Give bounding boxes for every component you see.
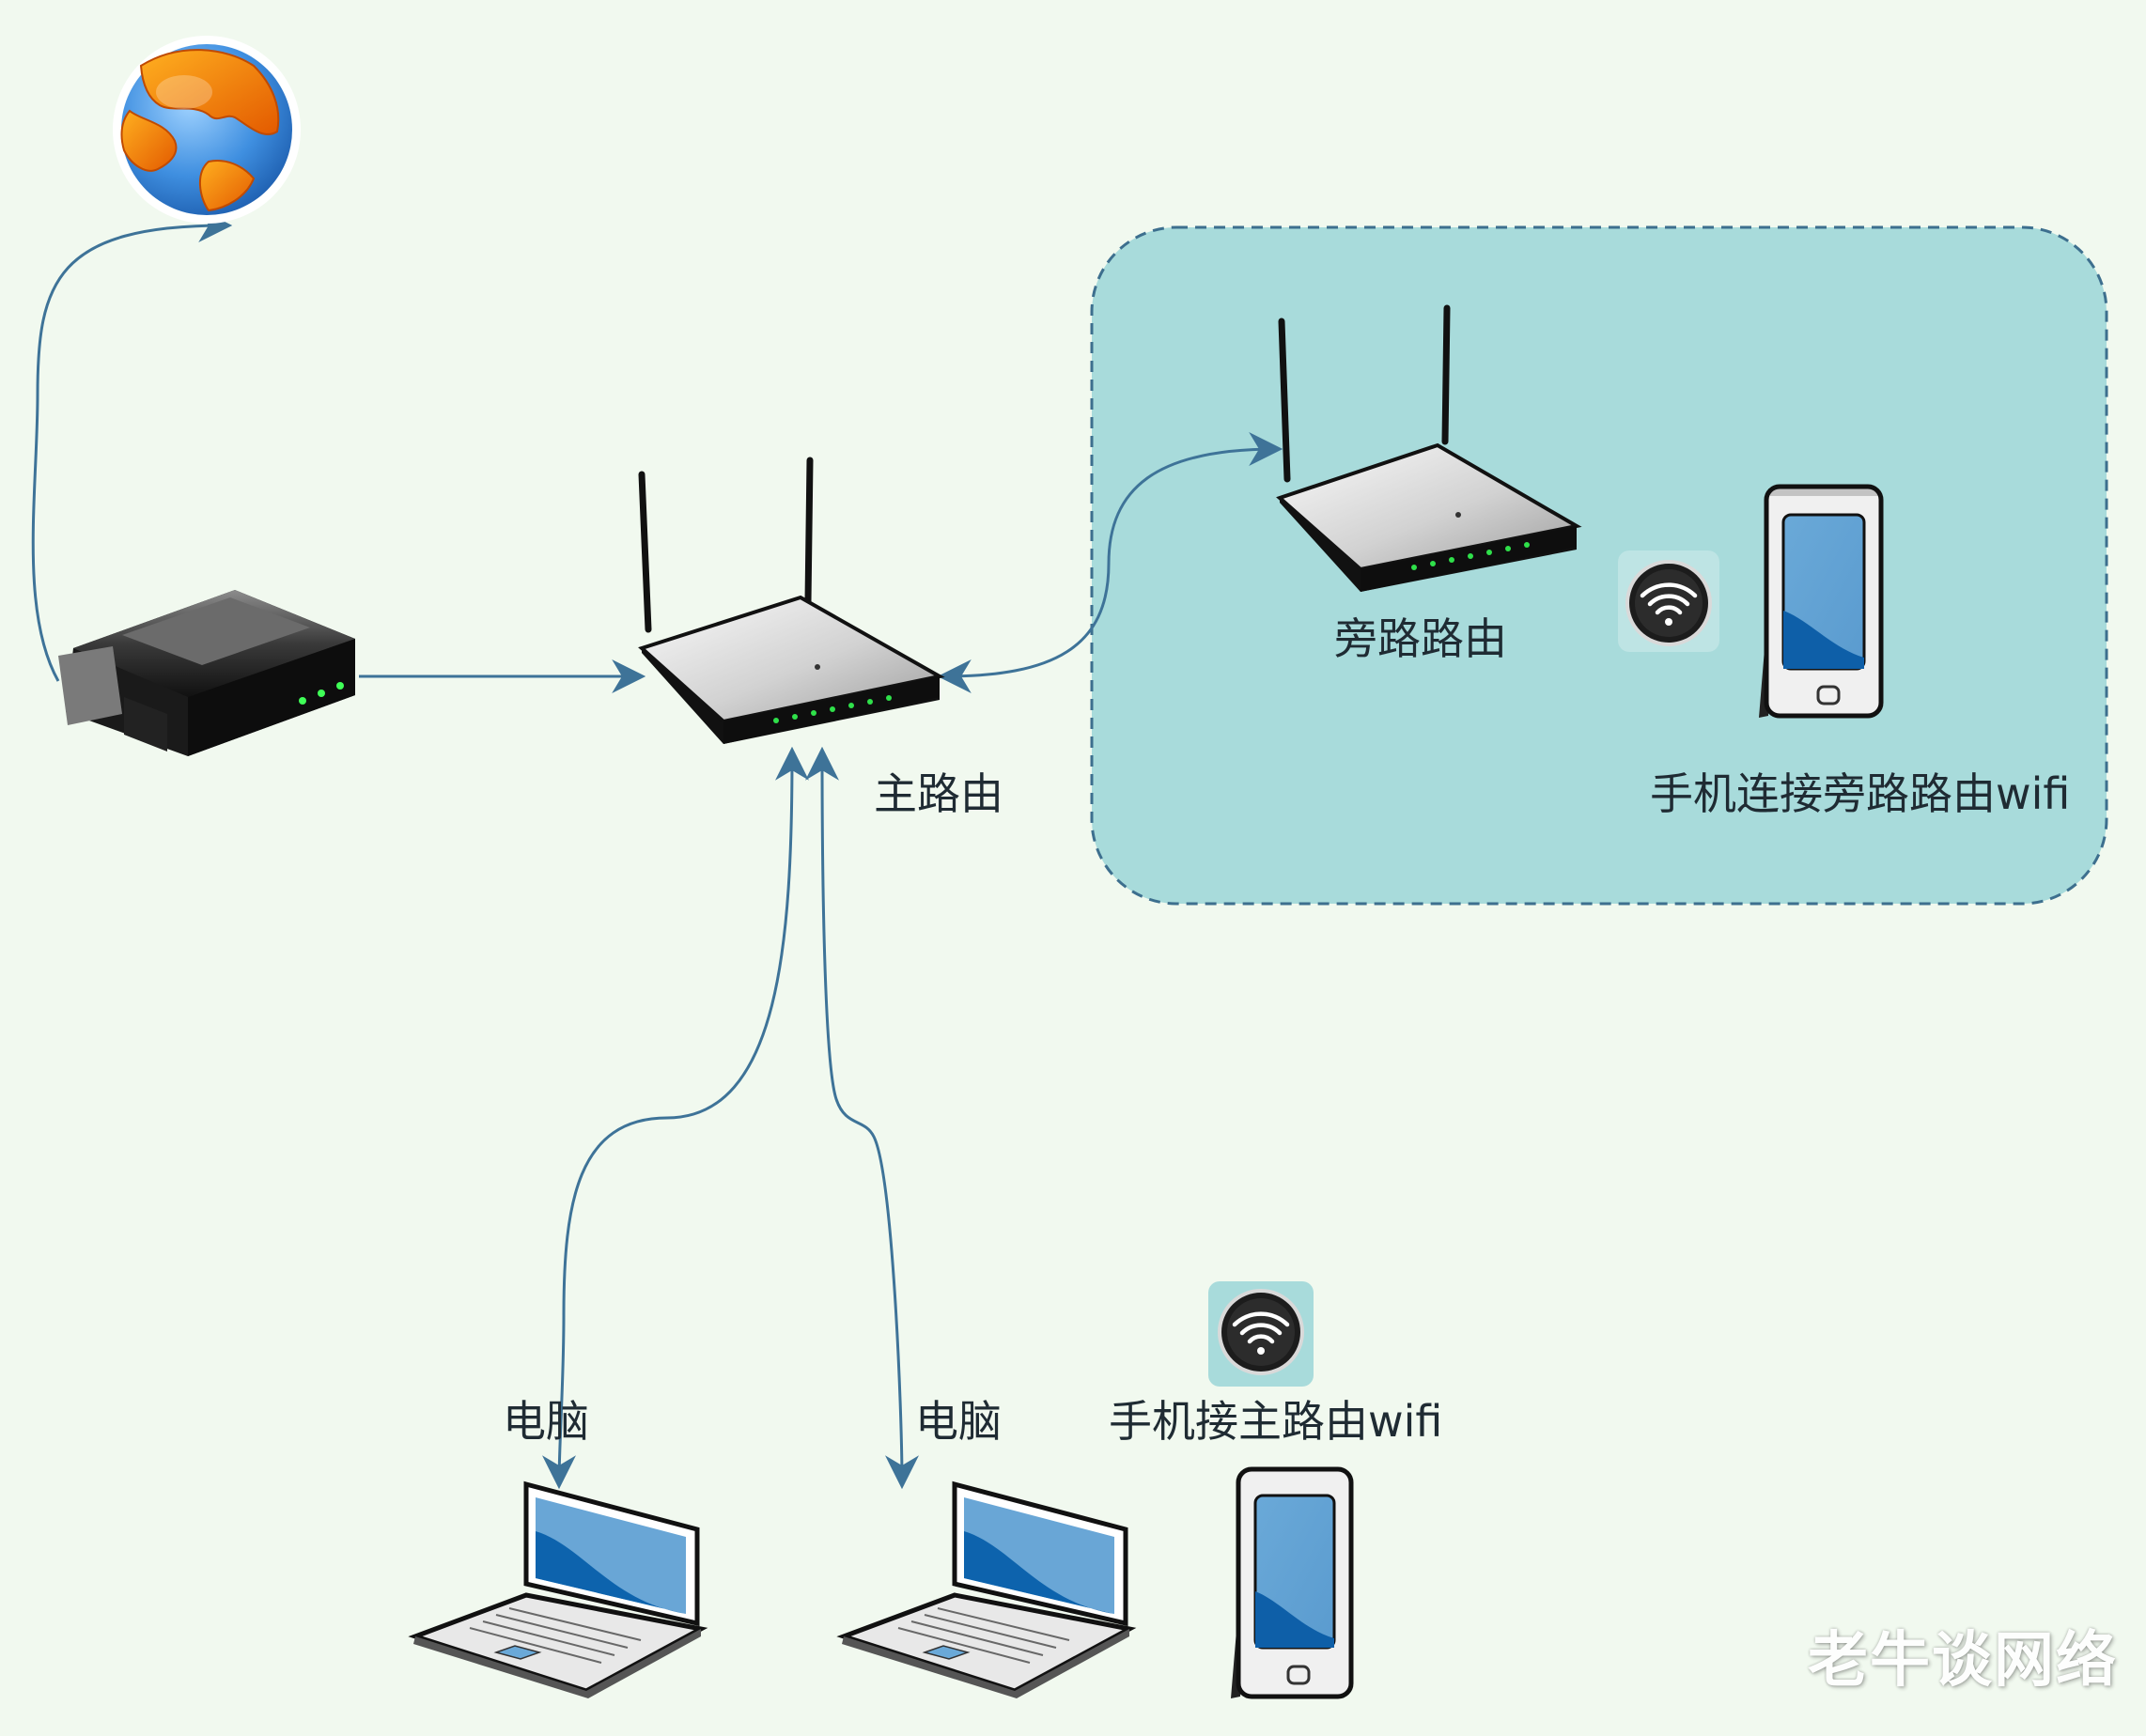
edge-main-laptop-2 [805,746,919,1490]
edge-modem-internet [31,209,233,682]
watermark: 老牛谈网络 [1808,1626,2118,1696]
bypass-zone [1090,225,2108,906]
main-router-icon [638,457,945,744]
main-wifi-icon [1208,1281,1314,1387]
edge-main-bypass-router [937,432,1283,693]
bypass-router-icon [1276,304,1582,592]
bypass-phone-label: 手机连接旁路路由wifi [1650,768,2071,819]
laptop-2-icon [836,1480,1137,1698]
bypass-router-label: 旁路路由 [1334,613,1507,664]
laptop-1-label: 电脑 [503,1396,589,1447]
laptop-2-label: 电脑 [915,1396,1002,1447]
edge-main-laptop-1 [542,746,809,1490]
globe-icon [113,36,301,224]
laptop-1-icon [408,1480,708,1698]
main-router-label: 主路由 [874,768,1003,819]
connectors [31,209,1283,1490]
modem-icon [58,590,355,756]
bypass-phone-icon [1759,484,1884,719]
bypass-wifi-icon [1618,550,1719,652]
main-phone-label: 手机接主路由wifi [1109,1396,1443,1447]
main-phone-icon [1231,1466,1354,1699]
